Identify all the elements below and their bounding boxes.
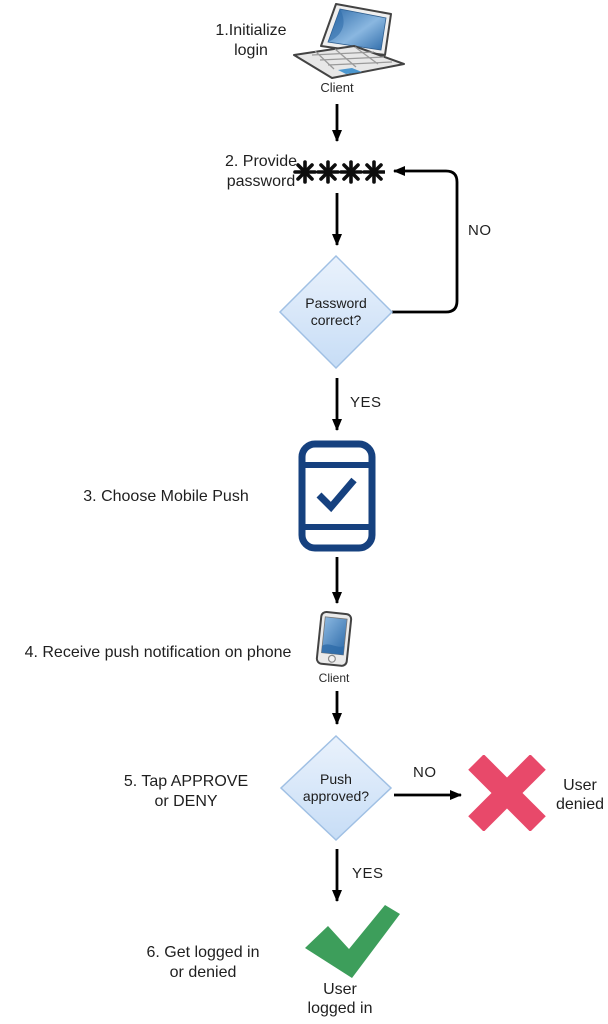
step2-label: 2. Provide password xyxy=(225,152,297,192)
decision1-text: Password correct? xyxy=(276,295,396,329)
user-logged-in-line1: User xyxy=(323,981,357,998)
password-asterisks-icon xyxy=(293,160,385,184)
decision2-line1: Push xyxy=(320,771,352,787)
user-denied-line1: User xyxy=(563,777,597,794)
step6-line1: 6. Get logged in xyxy=(146,944,260,961)
user-denied-line2: denied xyxy=(555,796,605,813)
edge-no-loop xyxy=(392,166,459,314)
user-logged-in-label: User logged in xyxy=(308,980,373,1018)
user-denied-label: User denied xyxy=(556,776,604,814)
denied-cross-icon xyxy=(468,755,546,831)
decision2-line2: approved? xyxy=(302,788,370,804)
step5-line1: 5. Tap APPROVE xyxy=(123,773,249,790)
decision-diamond-password xyxy=(278,254,394,370)
decision1-line2: correct? xyxy=(310,312,362,328)
step1-line1: 1.Initialize xyxy=(215,22,287,39)
step4-label: 4. Receive push notification on phone xyxy=(24,644,292,661)
step5-line2: or DENY xyxy=(154,793,218,810)
logged-in-check-icon xyxy=(305,905,400,978)
step5-label: 5. Tap APPROVE or DENY xyxy=(124,772,248,812)
mobile-push-icon xyxy=(298,440,376,552)
step2-line2: password xyxy=(226,173,296,190)
step2-line1: 2. Provide xyxy=(224,153,298,170)
client-phone-caption: Client xyxy=(318,671,350,685)
client-phone-icon xyxy=(315,610,353,667)
client-top-caption: Client xyxy=(320,80,354,95)
decision-diamond-push xyxy=(279,734,393,842)
edge-yes1-label: YES xyxy=(350,394,382,411)
edge-no2-label: NO xyxy=(413,764,437,781)
step6-line2: or denied xyxy=(169,964,237,981)
laptop-icon xyxy=(293,3,405,79)
edge-no1-label: NO xyxy=(468,222,492,239)
step6-label: 6. Get logged in or denied xyxy=(147,943,260,983)
step1-line2: login xyxy=(234,42,268,59)
user-logged-in-line2: logged in xyxy=(307,1000,373,1017)
decision2-text: Push approved? xyxy=(276,771,396,805)
step3-label: 3. Choose Mobile Push xyxy=(83,488,249,505)
step1-label: 1.Initialize login xyxy=(215,21,286,61)
edge-yes2-label: YES xyxy=(352,865,384,882)
decision1-line1: Password xyxy=(305,295,367,311)
